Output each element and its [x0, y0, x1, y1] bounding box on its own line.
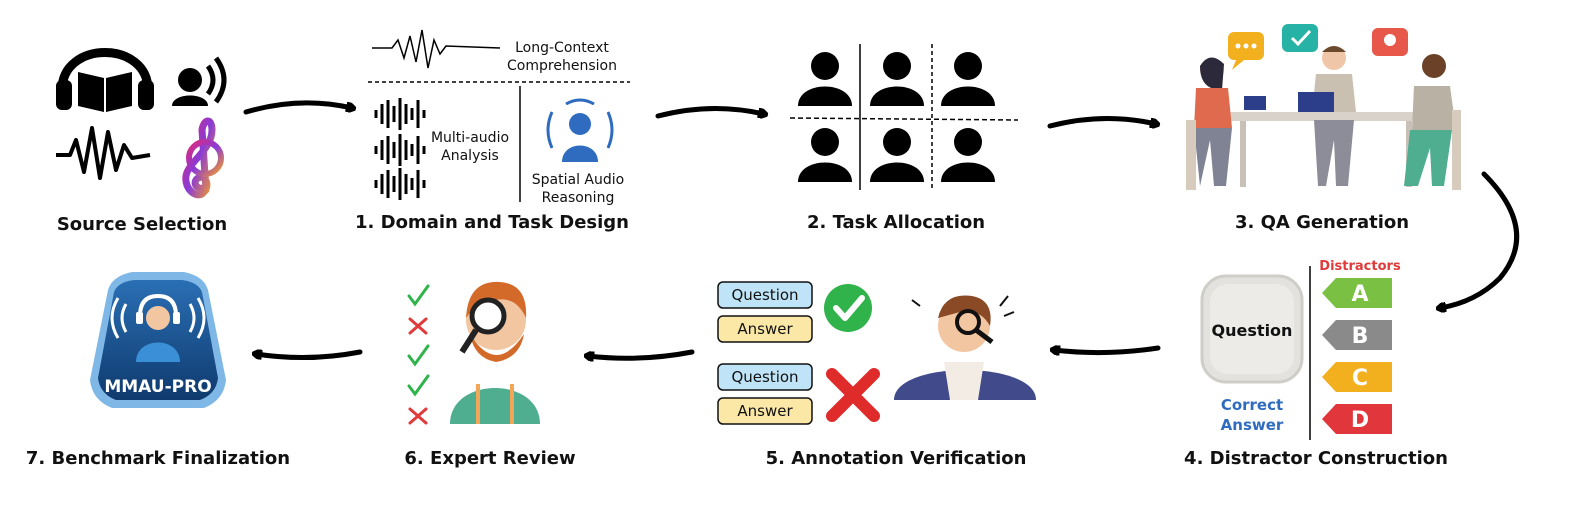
long-context-label-2: Comprehension [507, 58, 617, 74]
mmau-pro-badge-icon: MMAU-PRO [90, 272, 226, 408]
spatial-label-1: Spatial Audio [532, 172, 624, 188]
speaking-person-icon [172, 56, 227, 106]
stage-domain-task-design: Long-Context Comprehension Multi-audio A… [355, 29, 630, 233]
option-tag-a: A [1322, 278, 1392, 308]
option-tag-d: D [1322, 404, 1392, 434]
flow-arrow-3 [1047, 115, 1156, 126]
spatial-audio-icon [546, 98, 614, 162]
check-mark-icon [407, 284, 430, 307]
option-tag-shape [1322, 320, 1392, 350]
stage-annotation-verification: Question Answer Question Answer [717, 281, 1036, 469]
check-circle-icon [824, 284, 872, 332]
qa-pair-correct: Question Answer [717, 281, 872, 343]
flow-arrow-4 [1440, 171, 1520, 308]
option-letter: B [1352, 324, 1369, 349]
badge-text: MMAU-PRO [104, 377, 211, 397]
stage-title-distractor: 4. Distractor Construction [1184, 448, 1448, 469]
expert-magnifier-person [450, 281, 540, 424]
cross-icon [826, 368, 880, 422]
qa-pair-wrong: Question Answer [717, 363, 880, 425]
meeting-table [1228, 112, 1424, 121]
check-mark-icon [407, 374, 430, 397]
stage-qa-generation: 3. QA Generation [1186, 24, 1461, 233]
treble-clef-icon [182, 117, 224, 199]
option-tag-b: B [1322, 320, 1392, 350]
person-middle [1298, 46, 1356, 186]
stage-title-review: 6. Expert Review [404, 448, 575, 469]
stage-title-source: Source Selection [57, 214, 227, 235]
option-letter: D [1351, 408, 1369, 433]
option-tag-shape [1322, 404, 1392, 434]
speech-bubble-check-icon [1282, 24, 1318, 52]
stage-title-qa: 3. QA Generation [1235, 212, 1409, 233]
stage-distractor-construction: Question Correct Answer Distractors ABCD… [1184, 259, 1448, 469]
option-letter: C [1352, 366, 1368, 391]
stage-expert-review: 6. Expert Review [404, 281, 576, 469]
multi-audio-label-2: Analysis [441, 148, 499, 164]
long-waveform-icon [372, 29, 501, 69]
person-left [1186, 57, 1266, 190]
option-letter: A [1351, 282, 1368, 307]
inspector-magnifier-person [894, 295, 1036, 400]
verify-question-1: Question [731, 286, 798, 304]
verify-answer-1: Answer [737, 320, 793, 338]
verify-answer-2: Answer [737, 402, 793, 420]
stage-title-verification: 5. Annotation Verification [766, 448, 1027, 469]
review-marks [407, 284, 430, 425]
correct-answer-label-2: Answer [1221, 416, 1284, 434]
flow-arrow-6 [588, 349, 695, 358]
stage-benchmark-finalization: MMAU-PRO 7. Benchmark Finalization [26, 272, 290, 469]
flow-arrow-5 [1054, 348, 1161, 353]
cross-mark-icon [408, 407, 428, 425]
spatial-label-2: Reasoning [542, 190, 615, 206]
option-tag-shape [1322, 362, 1392, 392]
cross-mark-icon [408, 317, 428, 335]
speech-bubble-dots-icon [1228, 32, 1264, 70]
distractor-question-text: Question [1212, 321, 1293, 340]
check-mark-icon [407, 344, 430, 367]
correct-answer-label-1: Correct [1221, 396, 1283, 414]
audiobook-icon [56, 48, 154, 112]
stage-source-selection: Source Selection [56, 48, 227, 235]
question-card: Question [1200, 274, 1304, 384]
stage-task-allocation: 2. Task Allocation [789, 44, 1019, 233]
verify-question-2: Question [731, 368, 798, 386]
multi-waveform-icon [374, 98, 426, 200]
annotator-icons [798, 52, 995, 182]
flow-arrow-2 [655, 105, 764, 116]
stage-title-design: 1. Domain and Task Design [355, 212, 629, 233]
distractors-label: Distractors [1319, 259, 1401, 274]
flow-arrow-7 [256, 352, 363, 361]
waveform-icon [56, 126, 151, 180]
option-tag-shape [1322, 278, 1392, 308]
person-right [1404, 54, 1461, 190]
speech-bubble-idea-icon [1372, 28, 1408, 56]
long-context-label-1: Long-Context [515, 40, 609, 56]
stage-title-allocation: 2. Task Allocation [807, 212, 985, 233]
multi-audio-label-1: Multi-audio [431, 130, 509, 146]
flow-arrow-1 [243, 100, 352, 115]
option-tag-c: C [1322, 362, 1392, 392]
stage-title-final: 7. Benchmark Finalization [26, 448, 290, 469]
